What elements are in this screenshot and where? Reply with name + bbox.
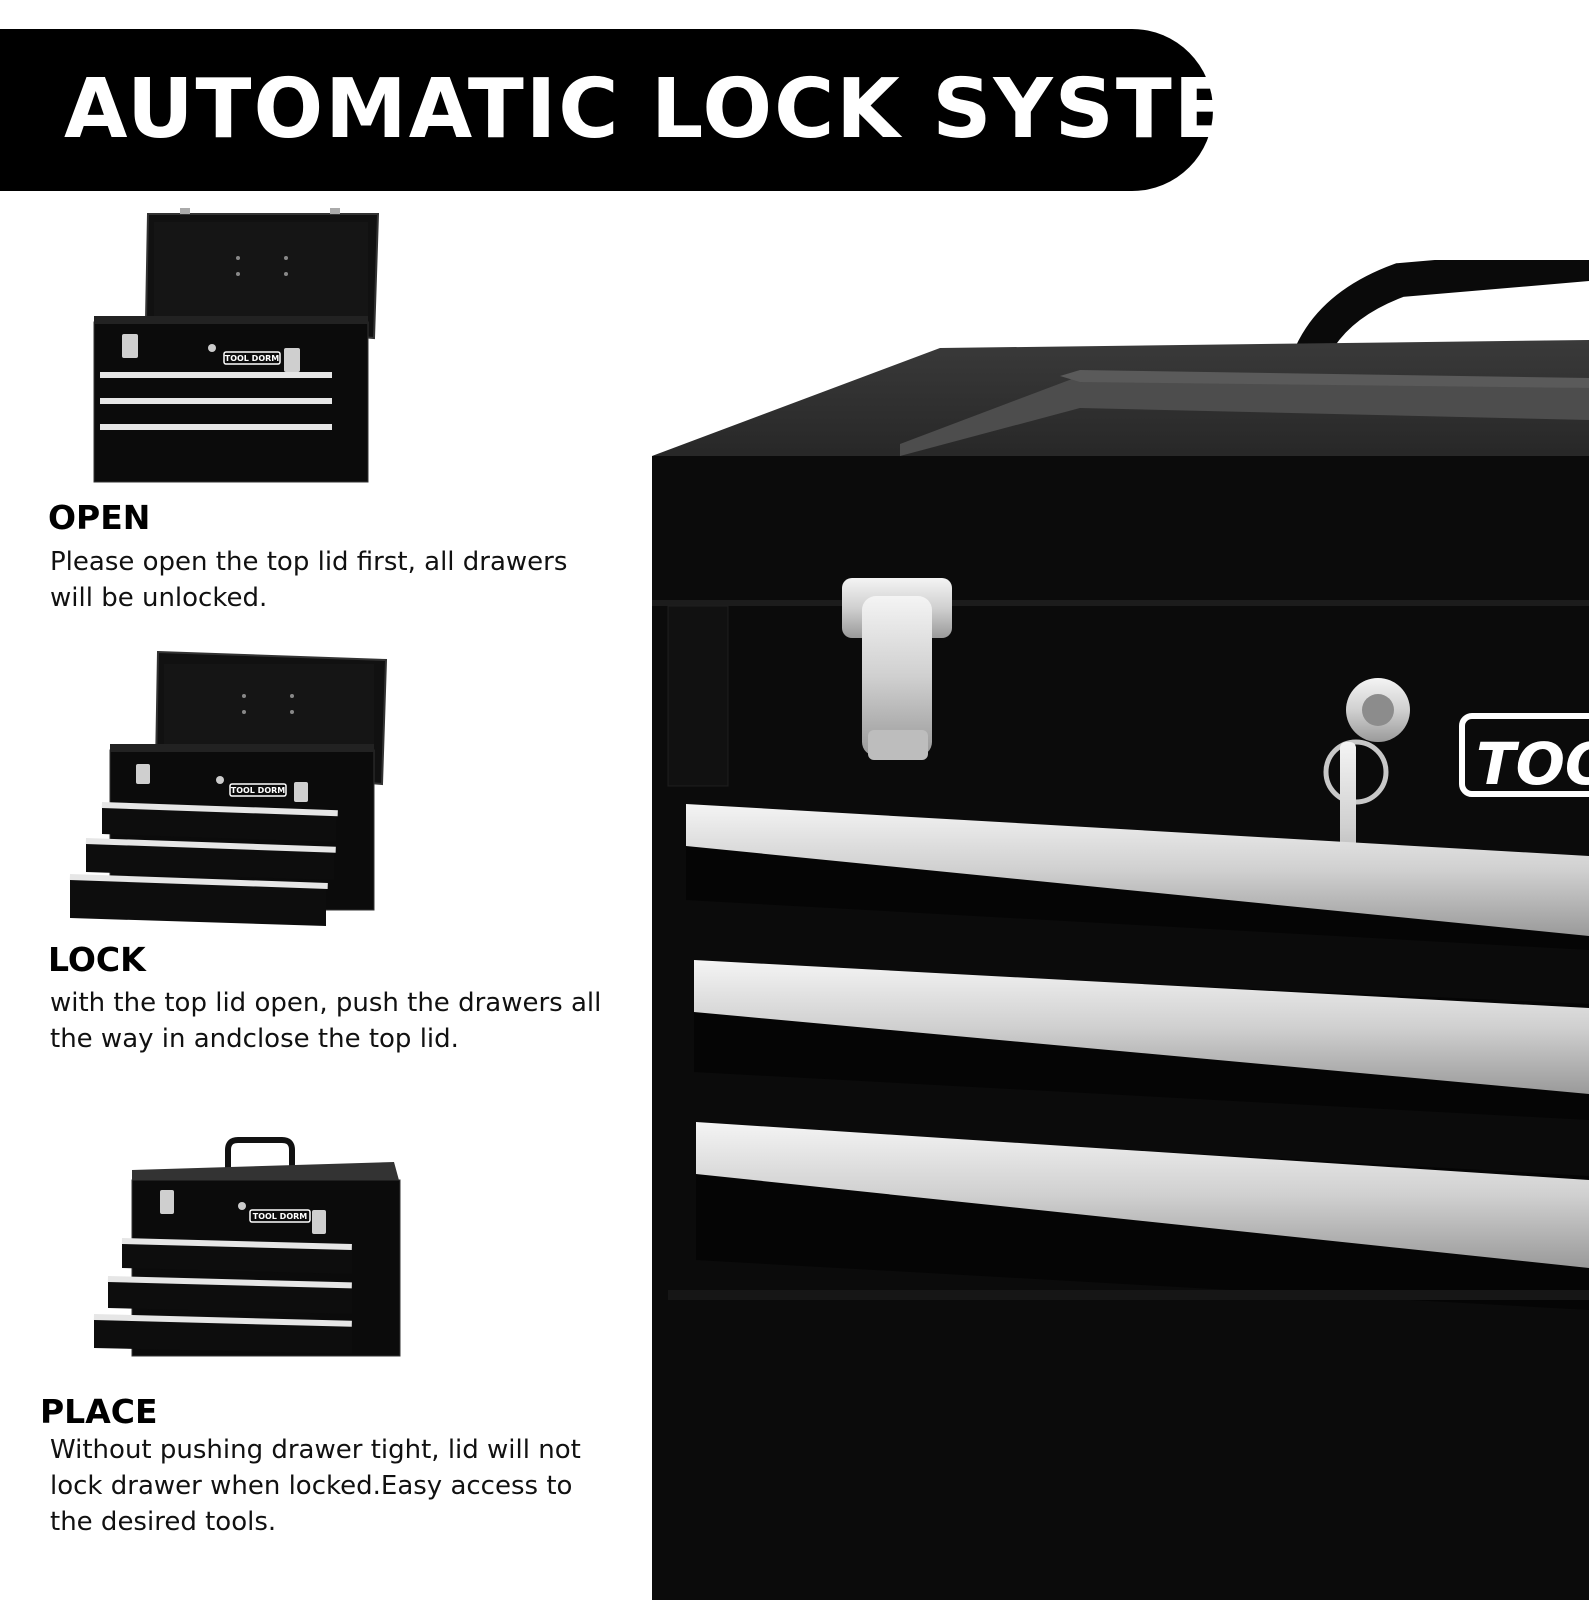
step-lock-title: LOCK bbox=[48, 940, 146, 979]
step-open-description: Please open the top lid first, all drawe… bbox=[50, 547, 568, 613]
step-place-description: Without pushing drawer tight, lid will n… bbox=[50, 1435, 581, 1537]
toolbox-place-image: TOOL DORM bbox=[93, 1137, 401, 1357]
header-banner: AUTOMATIC LOCK SYSTEM bbox=[0, 29, 1313, 191]
thumb-logo-1: TOOL DORM bbox=[225, 354, 280, 363]
toolbox-lock-image: TOOL DORM bbox=[69, 650, 388, 926]
toolbox-open-image: TOOL DORM bbox=[93, 208, 380, 483]
step-place-title: PLACE bbox=[40, 1392, 158, 1431]
toolbox-closeup-image: TOO bbox=[652, 260, 1589, 1600]
thumb-logo-3: TOOL DORM bbox=[253, 1212, 308, 1221]
step-lock-description: with the top lid open, push the drawers … bbox=[50, 988, 602, 1054]
hero-logo-text: TOO bbox=[1476, 730, 1589, 798]
step-open-title: OPEN bbox=[48, 498, 151, 537]
thumb-logo-2: TOOL DORM bbox=[231, 786, 286, 795]
banner-title: AUTOMATIC LOCK SYSTEM bbox=[64, 62, 1316, 157]
